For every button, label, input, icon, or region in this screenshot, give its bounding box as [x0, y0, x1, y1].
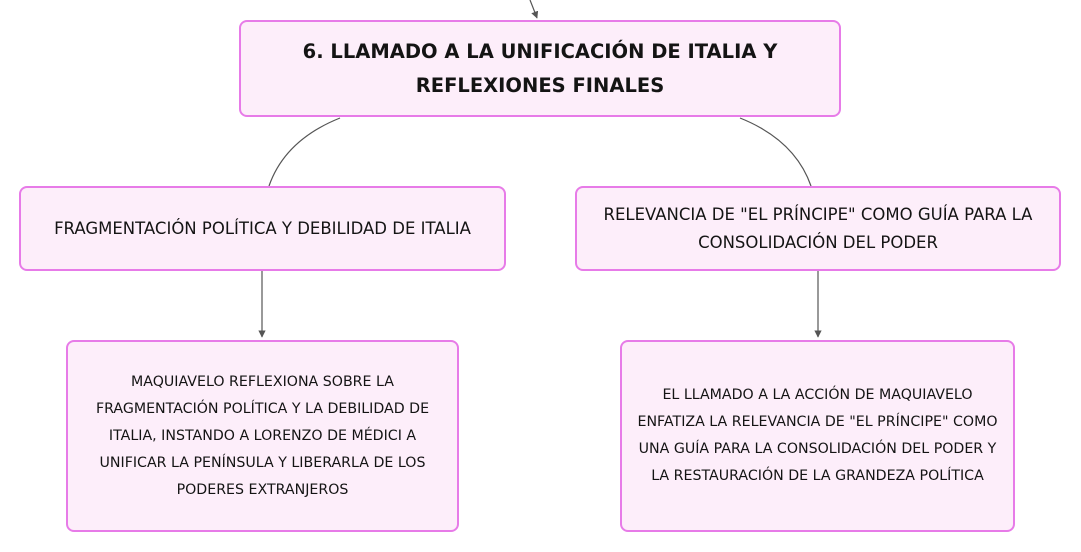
left-branch-node[interactable]: FRAGMENTACIÓN POLÍTICA Y DEBILIDAD DE IT… [19, 186, 506, 271]
root-topic-label: 6. LLAMADO A LA UNIFICACIÓN DE ITALIA Y … [302, 39, 778, 97]
left-detail-node[interactable]: MAQUIAVELO REFLEXIONA SOBRE LA FRAGMENTA… [66, 340, 459, 532]
connector-root-to-right-branch [739, 117, 812, 187]
right-branch-label: RELEVANCIA DE "EL PRÍNCIPE" COMO GUÍA PA… [603, 204, 1033, 252]
right-detail-node[interactable]: EL LLAMADO A LA ACCIÓN DE MAQUIAVELO ENF… [620, 340, 1015, 532]
right-detail-label: EL LLAMADO A LA ACCIÓN DE MAQUIAVELO ENF… [637, 387, 998, 484]
root-topic-node[interactable]: 6. LLAMADO A LA UNIFICACIÓN DE ITALIA Y … [239, 20, 841, 117]
left-branch-label: FRAGMENTACIÓN POLÍTICA Y DEBILIDAD DE IT… [54, 218, 471, 238]
connector-parent-to-root [529, 0, 539, 19]
left-detail-label: MAQUIAVELO REFLEXIONA SOBRE LA FRAGMENTA… [95, 373, 430, 498]
right-branch-node[interactable]: RELEVANCIA DE "EL PRÍNCIPE" COMO GUÍA PA… [575, 186, 1061, 271]
connector-root-to-left-branch [268, 117, 341, 187]
